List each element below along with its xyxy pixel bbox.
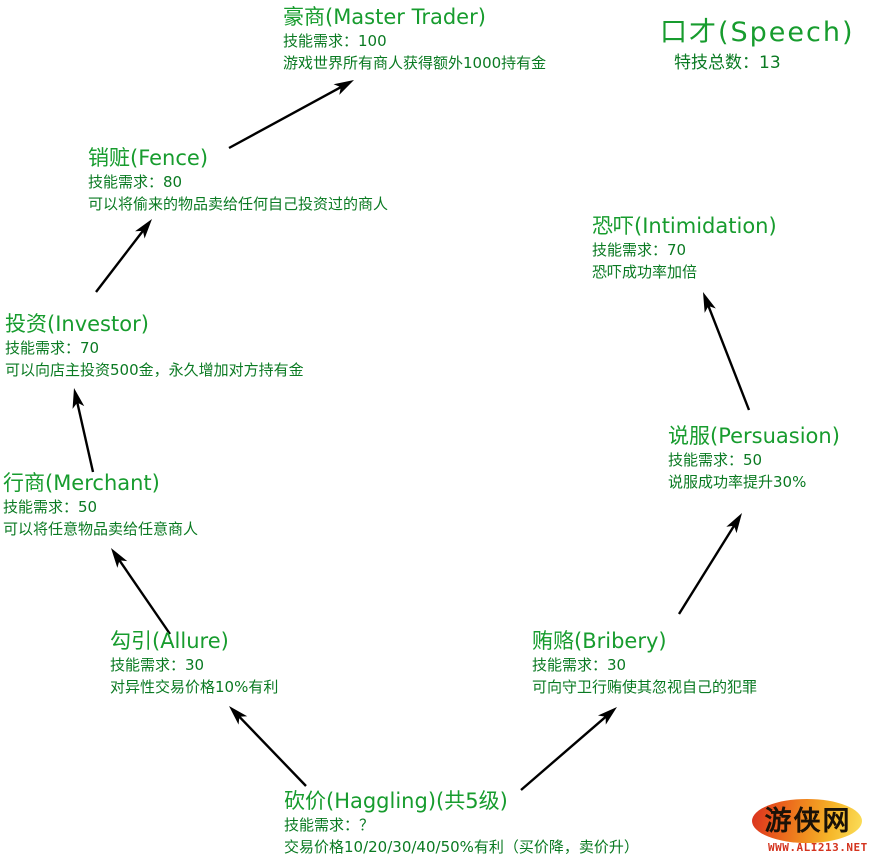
perk-requirement: 技能需求：30 xyxy=(532,656,627,674)
perk-description: 可以将任意物品卖给任意商人 xyxy=(3,520,199,538)
perk-requirement: 技能需求：？ xyxy=(284,816,375,834)
perk-node-bribery[interactable]: 贿赂(Bribery) 技能需求：30 可向守卫行贿使其忽视自己的犯罪 xyxy=(532,628,757,698)
perk-requirement: 技能需求：70 xyxy=(5,339,100,357)
perk-description: 交易价格10/20/30/40/50%有利（买价降，卖价升） xyxy=(284,838,639,856)
perk-title: 砍价(Haggling)(共5级) xyxy=(284,789,508,813)
arrow-bribery-to-persuasion xyxy=(677,513,742,615)
perk-description: 对异性交易价格10%有利 xyxy=(110,678,279,696)
perk-node-allure[interactable]: 勾引(Allure) 技能需求：30 对异性交易价格10%有利 xyxy=(110,628,278,698)
perk-title: 勾引(Allure) xyxy=(110,629,229,653)
perk-node-merchant[interactable]: 行商(Merchant) 技能需求：50 可以将任意物品卖给任意商人 xyxy=(3,470,198,540)
perk-title: 豪商(Master Trader) xyxy=(283,5,486,29)
arrow-merchant-to-investor xyxy=(72,388,95,473)
perk-requirement: 技能需求：30 xyxy=(110,656,205,674)
perk-node-master-trader[interactable]: 豪商(Master Trader) 技能需求：100 游戏世界所有商人获得额外100… xyxy=(283,4,546,74)
arrow-allure-to-merchant xyxy=(111,548,171,635)
perk-node-fence[interactable]: 销赃(Fence) 技能需求：80 可以将偷来的物品卖给任何自己投资过的商人 xyxy=(88,145,388,215)
perk-title: 恐吓(Intimidation) xyxy=(592,214,777,238)
perk-node-intimidation[interactable]: 恐吓(Intimidation) 技能需求：70 恐吓成功率加倍 xyxy=(592,213,777,283)
perk-title: 说服(Persuasion) xyxy=(668,424,840,448)
arrow-fence-to-master-trader xyxy=(228,80,354,150)
watermark-oval-shape xyxy=(752,799,862,843)
perk-description: 游戏世界所有商人获得额外1000持有金 xyxy=(283,54,547,72)
perk-description: 恐吓成功率加倍 xyxy=(592,263,698,281)
arrow-persuasion-to-intimidation xyxy=(703,292,751,411)
perk-node-investor[interactable]: 投资(Investor) 技能需求：70 可以向店主投资500金，永久增加对方持有金 xyxy=(5,311,304,381)
arrow-investor-to-fence xyxy=(95,219,152,293)
perk-requirement: 技能需求：70 xyxy=(592,241,687,259)
perk-node-haggling[interactable]: 砍价(Haggling)(共5级) 技能需求：？ 交易价格10/20/30/40/5… xyxy=(284,788,639,858)
tree-title-main: 口才(Speech) xyxy=(660,17,855,48)
tree-title-subtitle: 特技总数：13 xyxy=(674,53,781,73)
perk-description: 可以向店主投资500金，永久增加对方持有金 xyxy=(5,361,304,379)
perk-node-persuasion[interactable]: 说服(Persuasion) 技能需求：50 说服成功率提升30% xyxy=(668,423,840,493)
watermark-url-text: WWW.ALI213.NET xyxy=(768,841,868,854)
arrow-haggling-to-bribery xyxy=(520,707,617,791)
perk-title: 销赃(Fence) xyxy=(88,146,209,170)
perk-requirement: 技能需求：100 xyxy=(283,32,387,50)
arrow-haggling-to-allure xyxy=(229,706,307,787)
perk-description: 可以将偷来的物品卖给任何自己投资过的商人 xyxy=(88,195,389,213)
perk-requirement: 技能需求：80 xyxy=(88,173,183,191)
site-watermark: 游侠网 WWW.ALI213.NET xyxy=(748,797,868,861)
perk-title: 贿赂(Bribery) xyxy=(532,629,667,653)
perk-requirement: 技能需求：50 xyxy=(668,451,763,469)
perk-requirement: 技能需求：50 xyxy=(3,498,98,516)
perk-title: 行商(Merchant) xyxy=(3,471,160,495)
tree-title: 口才(Speech) 特技总数：13 xyxy=(660,16,855,76)
perk-description: 可向守卫行贿使其忽视自己的犯罪 xyxy=(532,678,758,696)
perk-title: 投资(Investor) xyxy=(5,312,149,336)
watermark-logo-text: 游侠网 xyxy=(764,806,852,837)
perk-description: 说服成功率提升30% xyxy=(668,473,807,491)
